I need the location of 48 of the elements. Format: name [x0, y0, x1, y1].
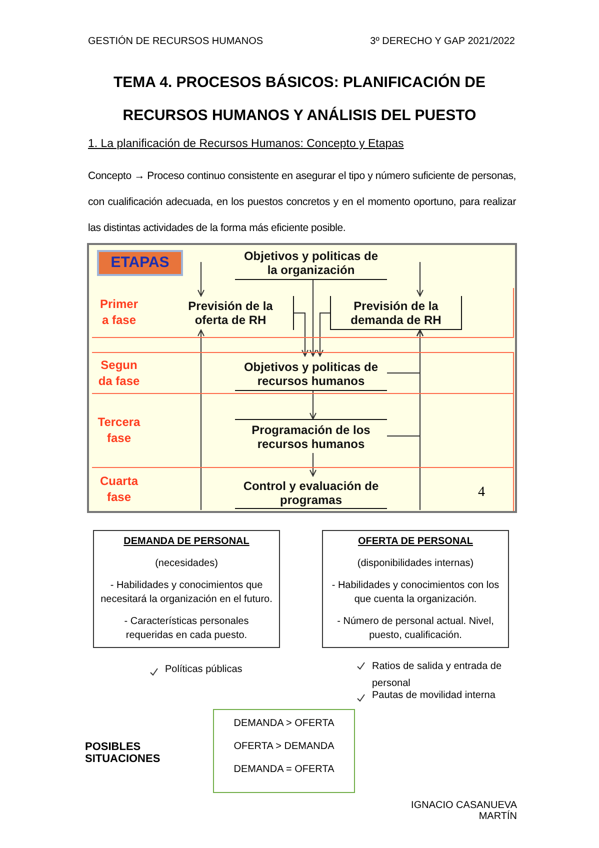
section-heading: 1. La planificación de Recursos Humanos: Concepto y Etapas	[88, 138, 405, 150]
box-text: - Habilidades y conocimientos con los que cuenta la organización.	[330, 579, 500, 607]
info-box	[93, 530, 280, 648]
paragraph: Concepto → Proceso continuo consistente en asegurar el tipo y número suficiente de personas, con cualificación adecuada, en los puestos concretos y en el momento oportuno, para realizar las distintas actividades de la forma más eficiente posible.	[88, 169, 516, 236]
arrow	[316, 312, 330, 356]
box-text: - Número de personal actual. Nivel, puesto, cualificación.	[336, 615, 495, 643]
arrow	[310, 280, 316, 356]
situation-text: DEMANDA > OFERTA	[232, 717, 336, 731]
bullet-text: Pautas de movilidad interna	[372, 690, 496, 701]
process-label: Control y evaluación de programas	[235, 477, 387, 509]
process-box: Previsión de la demanda de RH	[330, 296, 462, 330]
box-heading: DEMANDA DE PERSONAL	[122, 535, 250, 549]
process-label: Objetivos y politicas de la organización	[235, 246, 387, 280]
bullet-text: Políticas públicas	[165, 664, 244, 675]
phase-label: Segun da fase	[97, 357, 141, 389]
box-text: (necesidades)	[154, 557, 219, 571]
box-text: (disponibilidades internas)	[356, 557, 475, 571]
info-box	[322, 530, 509, 648]
box-text: - Características personales requeridas en cada puesto.	[123, 615, 250, 643]
page-title: TEMA 4. PROCESOS BÁSICOS: PLANIFICACIÓN DE RECURSOS HUMANOS Y ANÁLISIS DEL PUESTO	[112, 72, 486, 126]
phase-band	[92, 352, 514, 394]
page-header: GESTIÓN DE RECURSOS HUMANOS	[88, 36, 264, 47]
arrow	[310, 452, 316, 476]
situation-text: OFERTA > DEMANDA	[232, 740, 336, 754]
phase-band	[92, 288, 514, 338]
phase-label: Cuarta fase	[98, 473, 140, 505]
box-heading: OFERTA DE PERSONAL	[356, 535, 474, 549]
arrow	[416, 262, 424, 296]
process-label: Previsión de la oferta de RH	[168, 296, 294, 330]
title-tag: ETAPAS	[97, 250, 183, 276]
arrow	[310, 390, 316, 420]
phase-label: Primer a fase	[98, 296, 140, 328]
page-number: 4	[478, 485, 486, 501]
arrow	[198, 262, 204, 296]
row-label: POSIBLES SITUACIONES	[85, 741, 162, 765]
process-label: Programación de los recursos humanos	[235, 419, 387, 453]
situation-box	[213, 709, 355, 793]
arrow	[198, 330, 204, 510]
page-header: 3º DERECHO Y GAP 2021/2022	[369, 36, 515, 47]
box-text: - Habilidades y conocimientos que necesitará la organización en el futuro.	[100, 579, 273, 607]
author-name: IGNACIO CASANUEVA MARTÍN	[410, 800, 517, 822]
phase-band	[92, 467, 514, 511]
phase-label: Tercera fase	[96, 414, 142, 446]
process-label: Objetivos y politicas de recursos humanos	[235, 357, 387, 391]
bullet-text: Ratios de salida y entrada de personal	[372, 660, 503, 690]
arrow	[416, 330, 424, 510]
arrow	[294, 312, 308, 356]
situation-text: DEMANDA = OFERTA	[232, 763, 336, 777]
